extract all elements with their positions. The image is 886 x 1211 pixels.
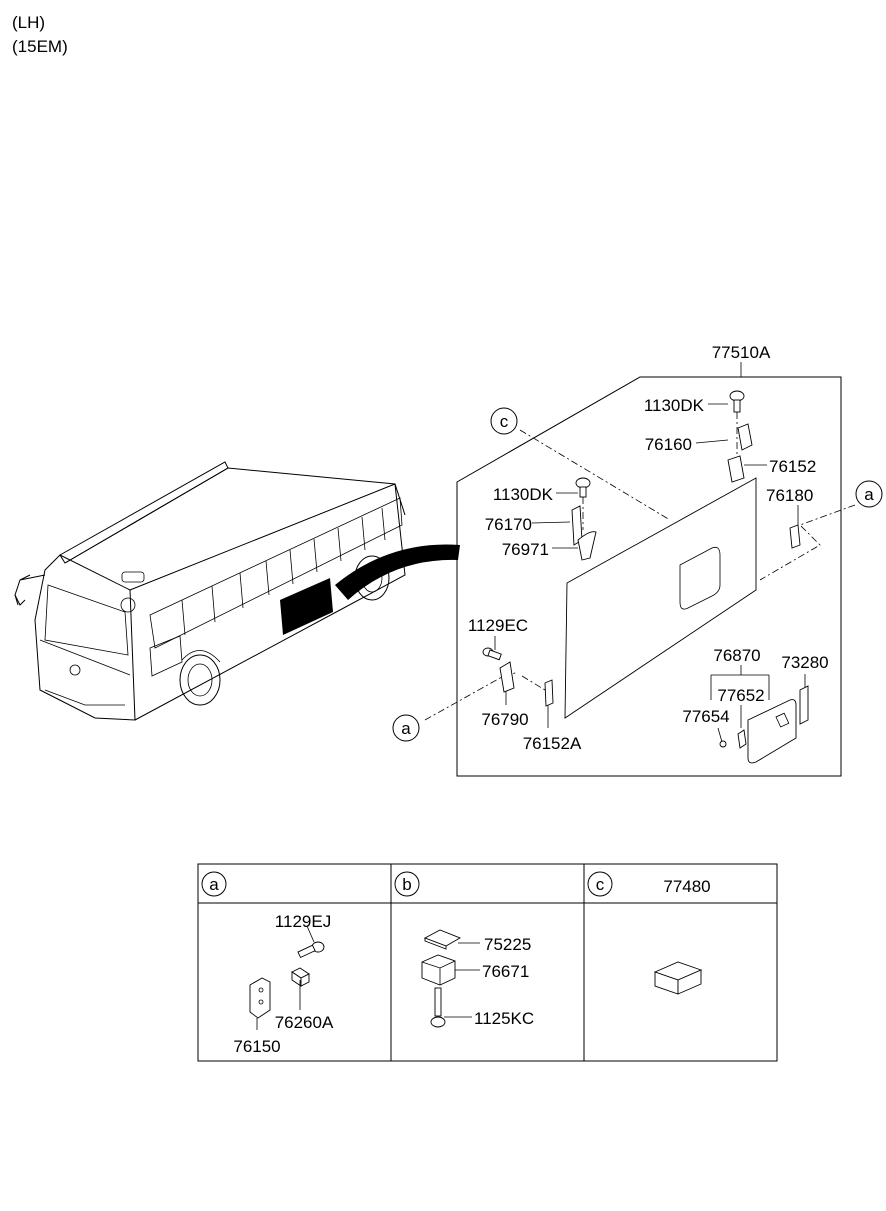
legend-b-parts (421, 929, 462, 1028)
callout-1130DK-mid: 1130DK (493, 485, 554, 504)
header-side-label: (LH) (12, 13, 46, 32)
legend-marker-b (394, 871, 420, 897)
side-panel-77510A (564, 477, 757, 719)
legend-part-76150: 76150 (233, 1037, 280, 1056)
hinge-73280 (799, 685, 809, 725)
svg-text:b: b (402, 875, 411, 894)
legend-a-parts (249, 941, 325, 1019)
callout-76971: 76971 (502, 540, 549, 559)
callout-77654: 77654 (682, 707, 729, 726)
callout-77510A: 77510A (712, 343, 771, 362)
callout-76152A: 76152A (523, 734, 582, 753)
legend-c-part-pad (653, 961, 703, 995)
svg-text:a: a (401, 719, 411, 738)
detail-frame (456, 376, 842, 777)
callout-1129EC: 1129EC (468, 616, 528, 635)
legend-part-76671: 76671 (482, 962, 529, 981)
bracket-76152 (727, 455, 745, 483)
legend-marker-a (201, 871, 227, 897)
bracket-76790 (499, 661, 515, 693)
legend-marker-c (587, 871, 613, 897)
callout-1130DK-top: 1130DK (644, 396, 705, 415)
svg-text:a: a (864, 485, 874, 504)
legend-part-77480: 77480 (663, 877, 710, 896)
callout-76790: 76790 (481, 710, 528, 729)
bolt-1129EC (482, 647, 502, 661)
callout-76152: 76152 (769, 457, 816, 476)
bus-illustration (14, 461, 460, 721)
callout-76160: 76160 (645, 435, 692, 454)
legend-part-75225: 75225 (484, 935, 531, 954)
bolt-1130DK-mid (575, 477, 591, 498)
callout-77652: 77652 (717, 686, 764, 705)
ref-marker-c (490, 407, 518, 435)
svg-text:c: c (596, 875, 605, 894)
svg-text:c: c (500, 412, 509, 431)
cover-77652 (747, 699, 797, 764)
callout-76170: 76170 (485, 515, 532, 534)
bracket-76180 (789, 524, 801, 549)
ref-marker-a-right (855, 480, 883, 508)
strip-76152A (544, 679, 554, 707)
legend-table: a 1129EJ 76260A 76150 b 75225 76671 (197, 863, 778, 1062)
header-model-code: (15EM) (12, 37, 68, 56)
callout-73280: 73280 (781, 653, 828, 672)
ref-marker-a-left (392, 714, 420, 742)
clip-76971 (577, 531, 597, 561)
legend-part-1129EJ: 1129EJ (275, 912, 331, 931)
legend-part-76260A: 76260A (275, 1013, 334, 1032)
svg-text:a: a (209, 875, 219, 894)
callout-76870: 76870 (713, 646, 760, 665)
legend-part-1125KC: 1125KC (474, 1009, 534, 1028)
callout-76180: 76180 (766, 486, 813, 505)
bolt-1130DK-top (729, 390, 745, 413)
bracket-77654 (737, 729, 747, 749)
bracket-76160 (737, 423, 753, 451)
